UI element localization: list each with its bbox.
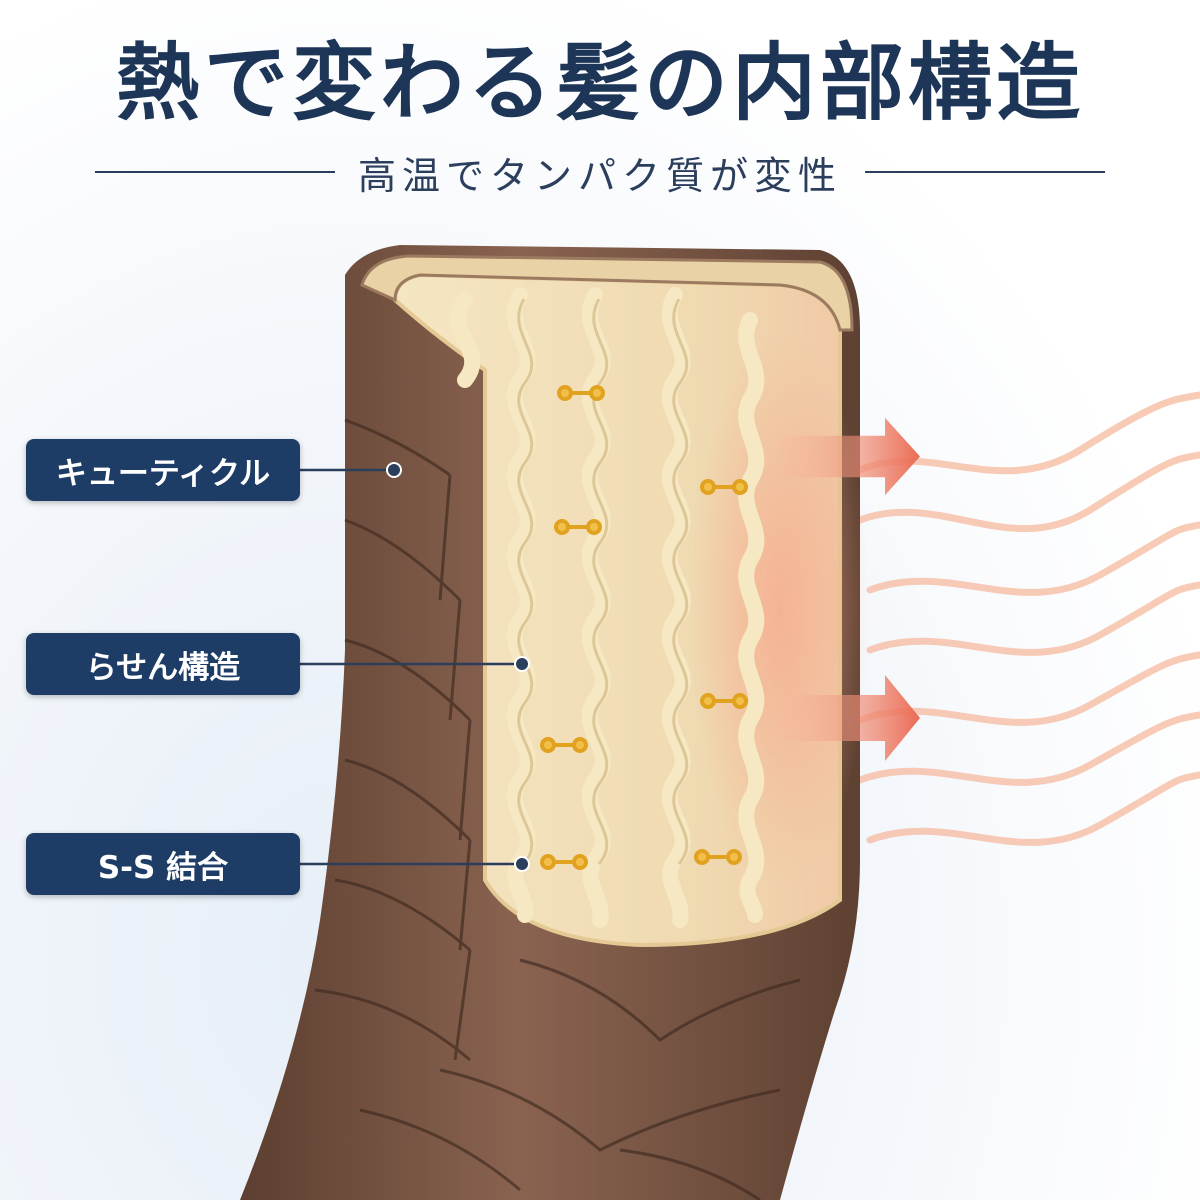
label-helix-structure: らせん構造 xyxy=(26,633,300,695)
label-cuticle: キューティクル xyxy=(26,439,300,501)
heat-glow xyxy=(690,330,870,890)
label-ss-bond: S-S 結合 xyxy=(26,833,300,895)
